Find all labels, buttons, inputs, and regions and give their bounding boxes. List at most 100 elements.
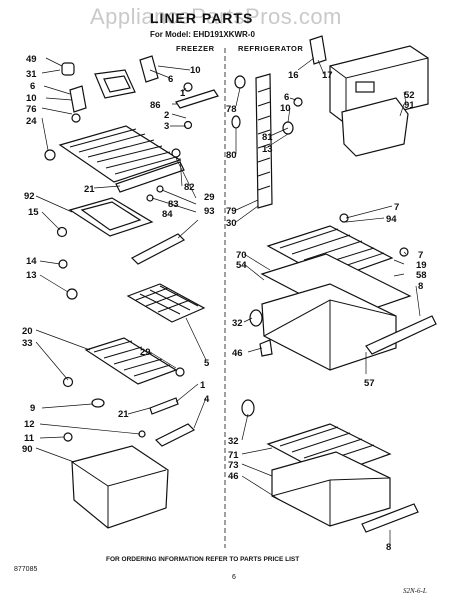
callout-83: 83 [168, 199, 179, 210]
callout-17: 17 [322, 70, 333, 81]
shelf-support-part [139, 55, 159, 83]
callout-7: 7 [394, 202, 399, 213]
callout-29: 29 [140, 347, 151, 358]
ladder-slots [257, 87, 271, 191]
callout-16: 16 [288, 70, 299, 81]
callout-84: 84 [162, 209, 173, 220]
screw-part [156, 185, 164, 193]
ordering-instruction: FOR ORDERING INFORMATION REFER TO PARTS … [106, 556, 300, 563]
model-number: For Model: EHD191XKWR-0 [150, 30, 255, 39]
bushing-part [91, 398, 105, 408]
callout-46: 46 [232, 348, 243, 359]
cam-part [63, 432, 73, 442]
shelf-wires [69, 128, 177, 175]
callout-10: 10 [190, 65, 201, 76]
callout-92: 92 [24, 191, 35, 202]
callout-31: 31 [26, 69, 37, 80]
callout-24: 24 [26, 116, 37, 127]
signature-mark: S2N-6-L [403, 587, 427, 595]
callout-81: 81 [262, 132, 273, 143]
tray-inner-part [80, 201, 142, 231]
rail-part [175, 89, 219, 109]
callout-11: 11 [24, 433, 35, 444]
callout-15: 15 [28, 207, 39, 218]
callout-21: 21 [84, 184, 95, 195]
ice-cube-tray-part [126, 283, 206, 323]
bracket-part [259, 339, 273, 357]
callout-73: 73 [228, 460, 239, 471]
callout-30: 30 [226, 218, 237, 229]
callout-93: 93 [204, 206, 215, 217]
shelf-wires [279, 228, 385, 273]
drawer-handle-part [361, 503, 419, 533]
figure-number: 877085 [14, 566, 38, 573]
callout-13: 13 [26, 270, 37, 281]
callout-12: 12 [24, 419, 35, 430]
callout-9: 9 [30, 403, 35, 414]
shelf-stud-part [44, 149, 56, 161]
lamp-socket-part [309, 35, 327, 65]
shelf-stud-part [339, 213, 349, 223]
callout-91: 91 [404, 100, 415, 111]
callout-21: 21 [118, 409, 129, 420]
drawer-guide-part [241, 399, 255, 417]
drawer-guide-part [249, 309, 263, 327]
tray-front-part [130, 233, 186, 265]
cap-part [234, 75, 246, 89]
callout-46: 46 [228, 471, 239, 482]
callout-6: 6 [168, 74, 173, 85]
callout-14: 14 [26, 256, 37, 267]
callout-49: 49 [26, 54, 37, 65]
leader-lines [35, 57, 421, 546]
callout-13: 13 [262, 144, 273, 155]
callout-86: 86 [150, 100, 161, 111]
callout-4: 4 [204, 394, 210, 405]
freezer-basket-part [71, 445, 169, 529]
callout-29: 29 [204, 192, 215, 203]
shelf-front-trim-part [115, 161, 185, 193]
callout-19: 19 [416, 260, 427, 271]
callout-8: 8 [386, 542, 391, 553]
shelf-wires [279, 426, 375, 465]
callout-78: 78 [226, 104, 237, 115]
shelf-stud-part [175, 367, 185, 377]
cam-part [282, 121, 294, 135]
callout-57: 57 [364, 378, 375, 389]
callout-82: 82 [184, 182, 195, 193]
callout-5: 5 [204, 358, 210, 369]
drawer-edges [263, 299, 397, 370]
ice-tray-cells [135, 285, 199, 315]
callout-20: 20 [22, 326, 33, 337]
screw-part [293, 97, 303, 107]
page-number: 6 [232, 574, 236, 581]
callout-54: 54 [236, 260, 247, 271]
screw-part [71, 113, 81, 123]
shelf-stud-part [171, 148, 181, 158]
callout-52: 52 [404, 90, 415, 101]
callout-33: 33 [22, 338, 33, 349]
refrigerator-section-label: REFRIGERATOR [238, 44, 304, 53]
drawer-front-part [365, 315, 437, 355]
callout-10: 10 [280, 103, 291, 114]
callout-76: 76 [26, 104, 37, 115]
shelf-trim-part [149, 397, 179, 415]
shelf-ladder-part [255, 73, 273, 209]
bracket-part [69, 85, 87, 113]
callout-3: 3 [164, 121, 169, 132]
callout-32: 32 [228, 436, 239, 447]
lamp-socket-part [61, 62, 75, 76]
screw-part [183, 120, 193, 130]
freezer-section-label: FREEZER [176, 44, 215, 53]
shelf-wires [93, 340, 171, 377]
callout-70: 70 [236, 250, 247, 261]
glide-part [154, 423, 196, 447]
watermark: AppliancePartsPros.com [90, 4, 342, 29]
callout-58: 58 [416, 270, 427, 281]
page-title: LINER PARTS [150, 10, 254, 26]
callout-8: 8 [418, 281, 423, 292]
knob-part [58, 259, 68, 269]
shelf-stud-part [62, 376, 74, 388]
callout-1: 1 [200, 380, 206, 391]
meat-drawer-part [271, 451, 391, 527]
